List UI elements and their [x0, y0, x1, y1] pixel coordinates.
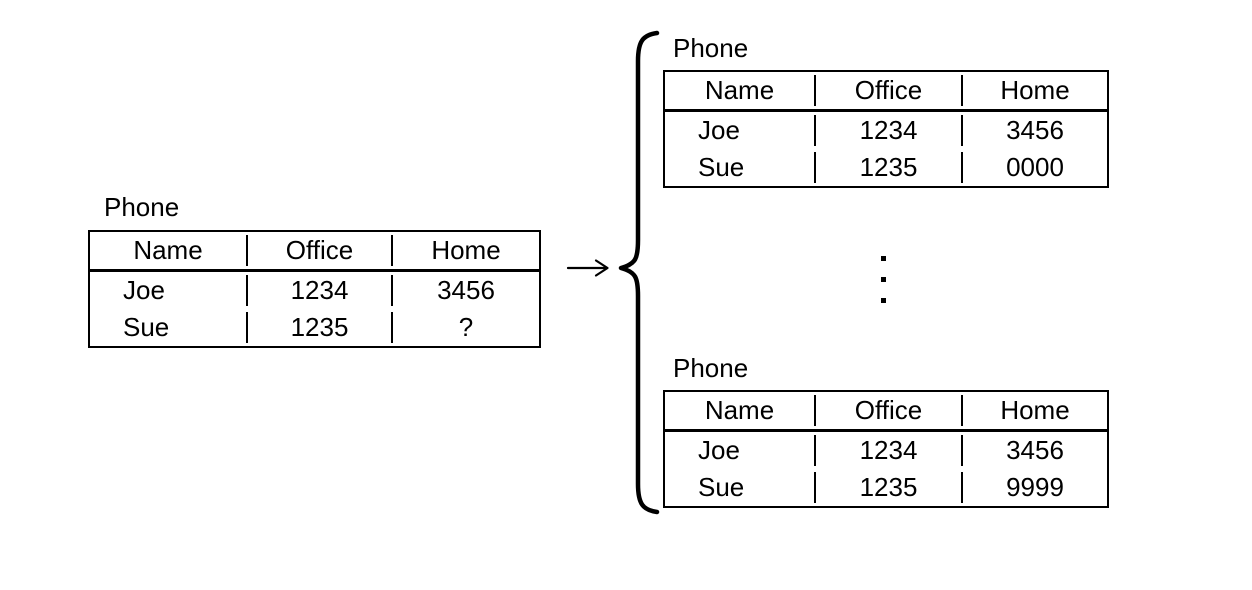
- table-cell-office: 1235: [246, 312, 393, 343]
- left-curly-brace-icon: [618, 30, 660, 515]
- header-cell-office: Office: [814, 395, 963, 426]
- table-cell-home: 3456: [1006, 435, 1064, 465]
- table-cell-name: Sue: [698, 152, 745, 182]
- table-row: Sue 1235 0000: [665, 149, 1107, 186]
- table-cell-home: 9999: [1006, 472, 1064, 502]
- header-cell-home: Home: [1000, 395, 1070, 425]
- table-cell-name: Joe: [698, 435, 740, 465]
- table-cell-home: 3456: [1006, 115, 1064, 145]
- header-cell-name: Name: [704, 75, 775, 105]
- world-1-table-title: Phone: [673, 33, 749, 63]
- vertical-ellipsis-icon: [881, 256, 886, 303]
- world-2-phone-table: Name Office Home Joe 1234 3456 Sue 1235 …: [663, 390, 1109, 508]
- ellipsis-dot: [881, 256, 886, 261]
- table-row: Sue 1235 9999: [665, 469, 1107, 506]
- world-2-table-title: Phone: [673, 353, 749, 383]
- ellipsis-dot: [881, 277, 886, 282]
- header-cell-office: Office: [246, 235, 393, 266]
- table-cell-office: 1235: [814, 152, 963, 183]
- table-cell-name: Joe: [123, 275, 165, 305]
- table-row: Joe 1234 3456: [665, 432, 1107, 469]
- table-header-row: Name Office Home: [665, 392, 1107, 432]
- table-row: Sue 1235 ?: [90, 309, 539, 346]
- header-cell-name: Name: [133, 235, 203, 265]
- table-cell-home: 3456: [437, 275, 495, 305]
- table-header-row: Name Office Home: [665, 72, 1107, 112]
- table-cell-home: 0000: [1006, 152, 1064, 182]
- table-cell-office: 1234: [814, 115, 963, 146]
- header-cell-home: Home: [1000, 75, 1070, 105]
- table-cell-home: ?: [458, 312, 474, 342]
- table-cell-name: Sue: [698, 472, 745, 502]
- table-header-row: Name Office Home: [90, 232, 539, 272]
- header-cell-home: Home: [431, 235, 501, 265]
- header-cell-office: Office: [814, 75, 963, 106]
- table-row: Joe 1234 3456: [665, 112, 1107, 149]
- maps-to-arrow-icon: [566, 259, 609, 277]
- table-cell-office: 1235: [814, 472, 963, 503]
- table-cell-name: Joe: [698, 115, 740, 145]
- header-cell-name: Name: [704, 395, 775, 425]
- table-cell-office: 1234: [246, 275, 393, 306]
- source-table-title: Phone: [104, 192, 180, 222]
- table-row: Joe 1234 3456: [90, 272, 539, 309]
- source-phone-table: Name Office Home Joe 1234 3456 Sue 1235 …: [88, 230, 541, 348]
- ellipsis-dot: [881, 298, 886, 303]
- table-cell-office: 1234: [814, 435, 963, 466]
- world-1-phone-table: Name Office Home Joe 1234 3456 Sue 1235 …: [663, 70, 1109, 188]
- table-cell-name: Sue: [123, 312, 170, 342]
